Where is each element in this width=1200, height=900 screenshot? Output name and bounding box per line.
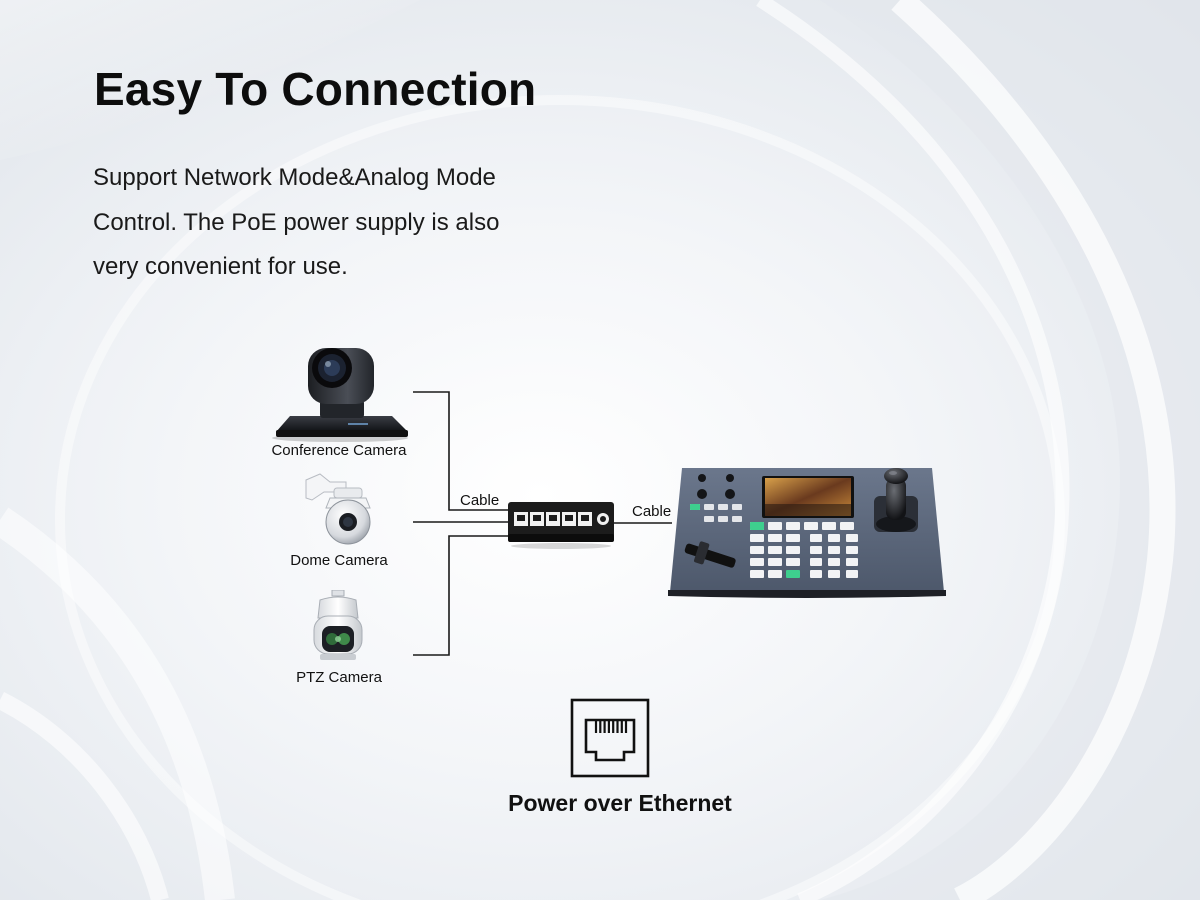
- description: Support Network Mode&Analog Mode Control…: [93, 156, 573, 290]
- description-line: very convenient for use.: [93, 253, 348, 280]
- ptz-camera-label: PTZ Camera: [296, 669, 382, 686]
- ptz-camera-icon: [313, 590, 363, 660]
- page-title: Easy To Connection: [94, 63, 537, 115]
- poe-label: Power over Ethernet: [508, 790, 732, 816]
- dome-camera-icon: [305, 473, 371, 545]
- dome-camera-label: Dome Camera: [290, 552, 388, 569]
- cable-label-left: Cable: [460, 492, 500, 509]
- ptz-keyboard-controller-icon: [668, 468, 946, 598]
- network-switch-icon: [508, 502, 614, 549]
- line-conference-camera: [413, 391, 510, 511]
- description-line: Control. The PoE power supply is also: [93, 208, 500, 236]
- ethernet-port-icon: [570, 698, 650, 778]
- line-ptz-camera: [413, 535, 510, 656]
- cable-label-right: Cable: [632, 503, 672, 520]
- conference-camera-icon: [272, 348, 408, 442]
- conference-camera-label: Conference Camera: [271, 442, 407, 459]
- description-line: Support Network Mode&Analog Mode: [93, 164, 496, 191]
